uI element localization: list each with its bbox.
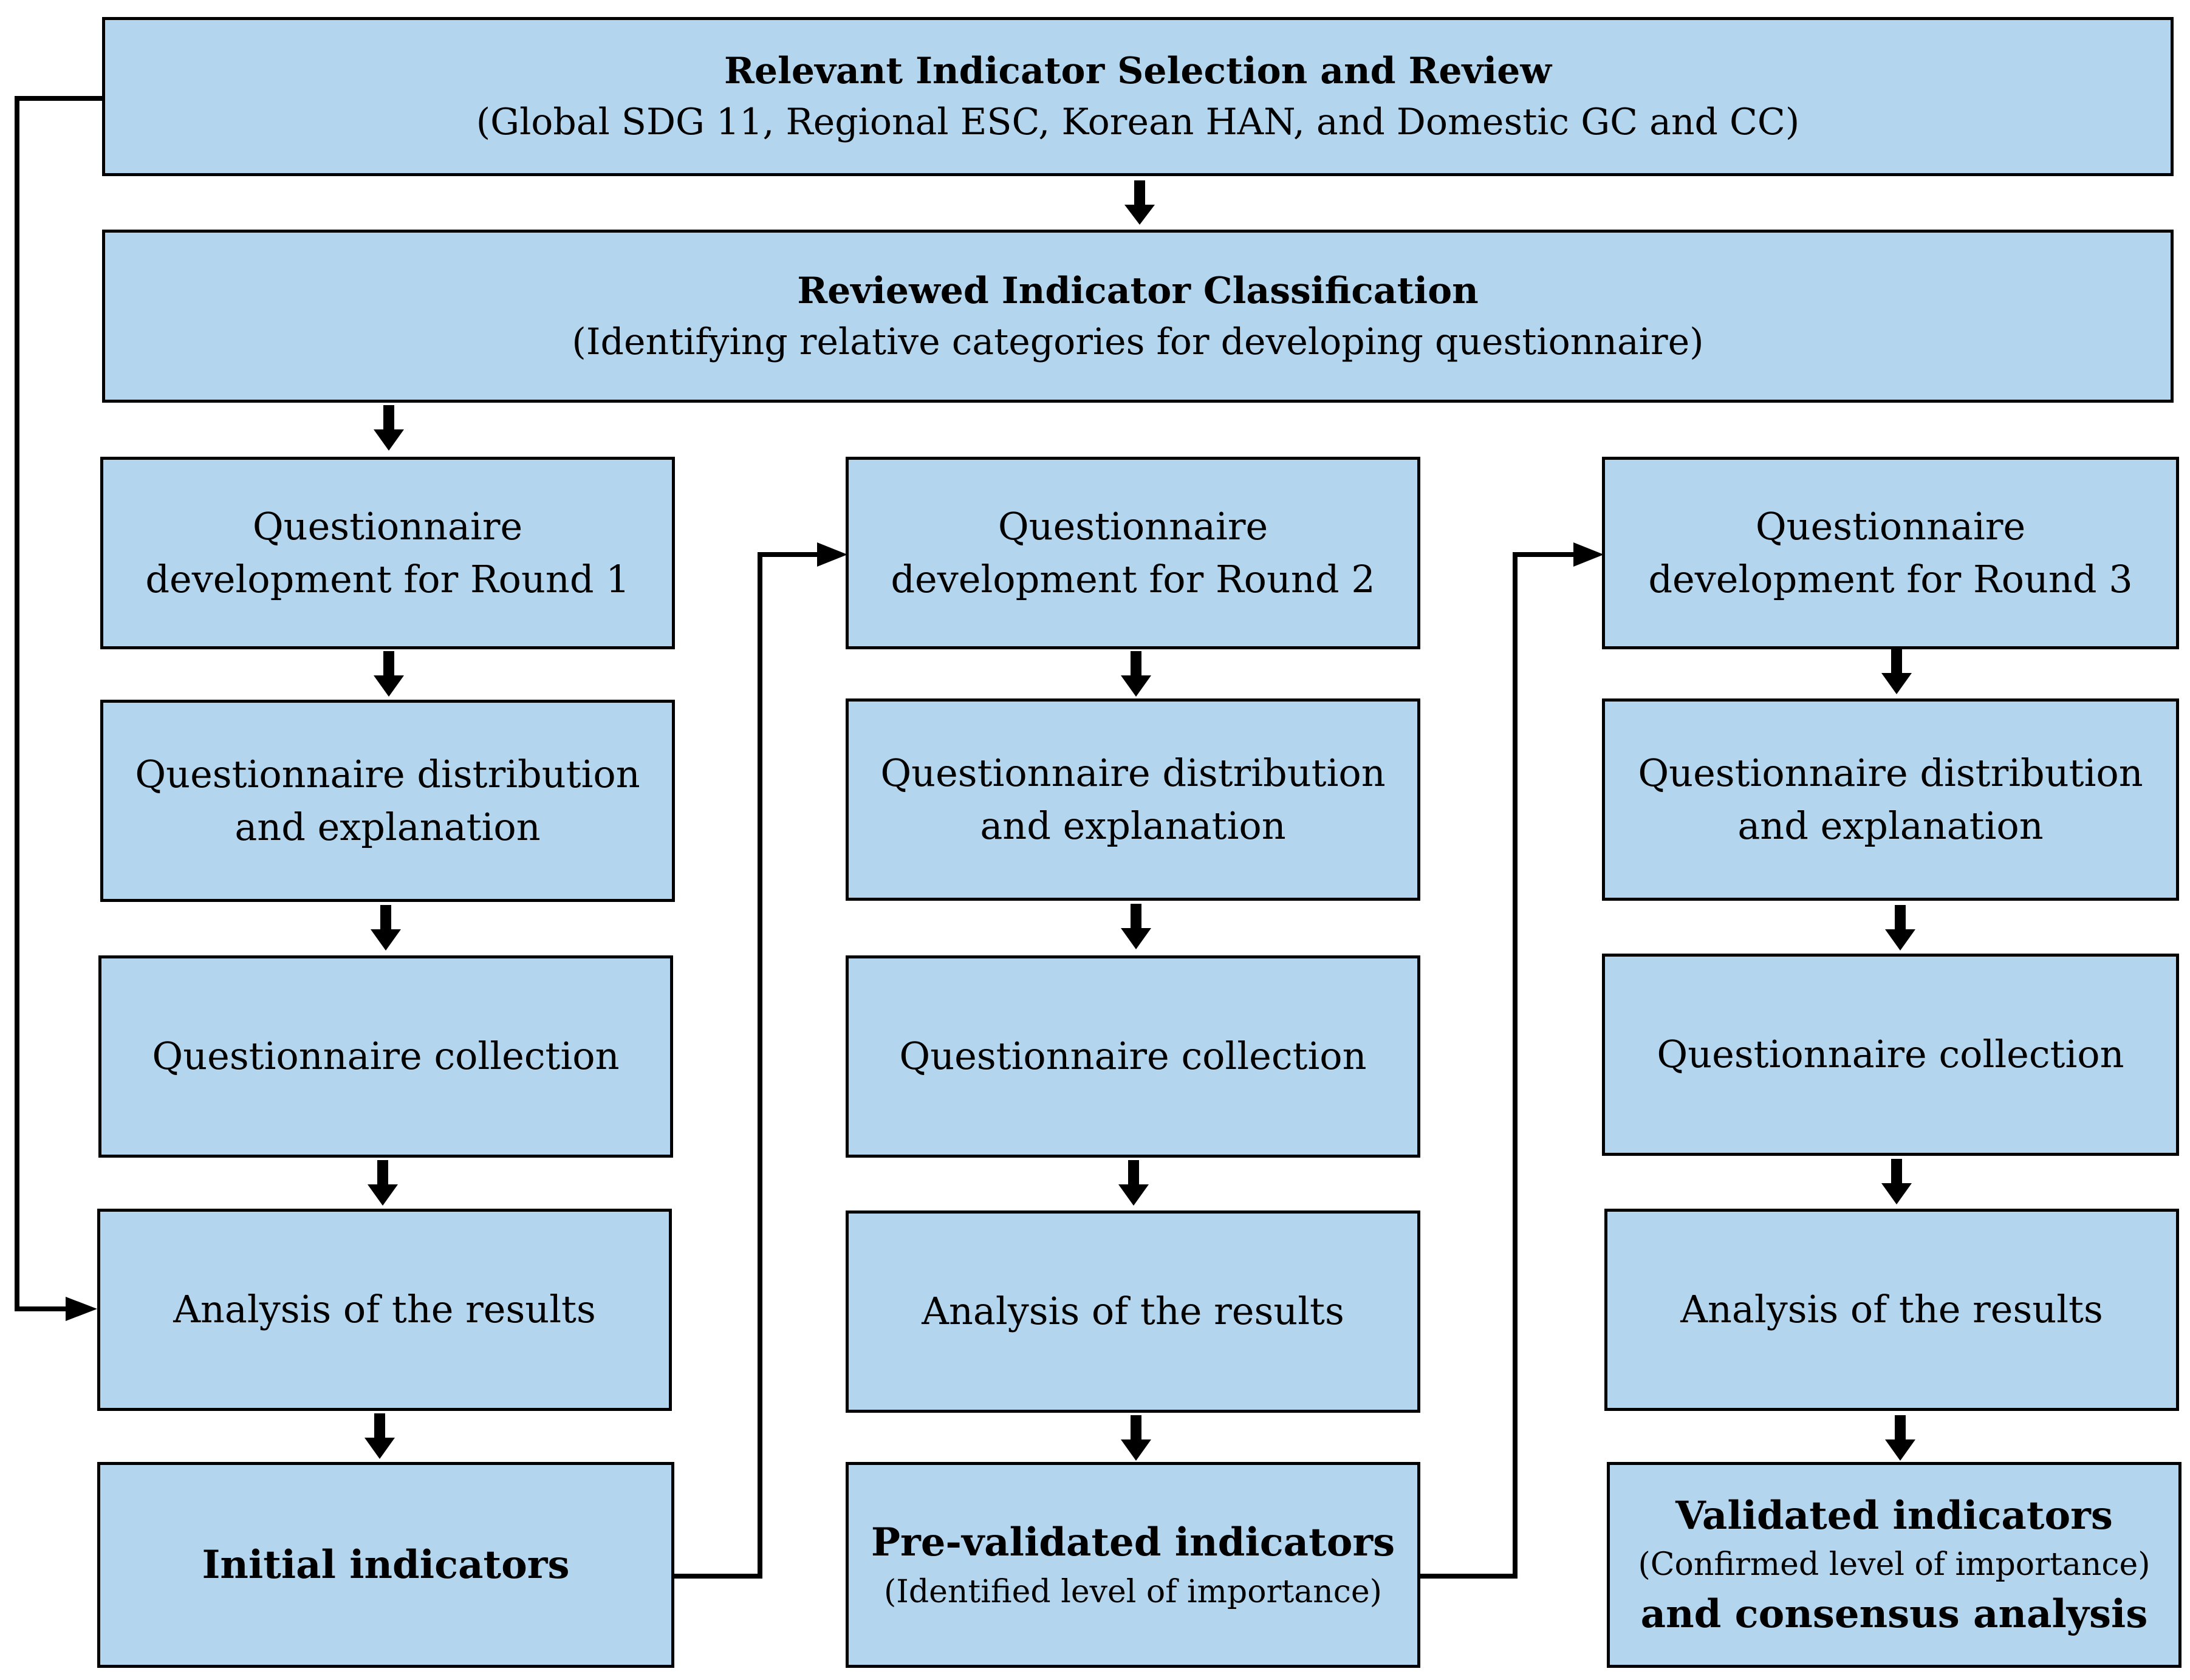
connector-round2-to-round3 xyxy=(1420,542,1604,1579)
down-arrow-r3-2 xyxy=(1885,905,1915,951)
round2-result-box: Pre-validated indicators (Identified lev… xyxy=(846,1462,1420,1668)
round2-distribution-line2: and explanation xyxy=(980,803,1286,848)
selection-review-box: Relevant Indicator Selection and Review … xyxy=(102,17,2174,176)
down-arrow-r2-2 xyxy=(1121,904,1151,949)
round1-development-box: Questionnaire development for Round 1 xyxy=(100,457,675,649)
left-loop-connector xyxy=(15,96,102,1321)
down-arrow-r2-1 xyxy=(1121,651,1151,697)
round2-distribution-line1: Questionnaire distribution xyxy=(880,750,1386,795)
round3-development-box: Questionnaire development for Round 3 xyxy=(1602,457,2179,649)
classification-box: Reviewed Indicator Classification (Ident… xyxy=(102,230,2174,403)
round3-collection-box: Questionnaire collection xyxy=(1602,954,2179,1156)
round2-analysis-label: Analysis of the results xyxy=(922,1289,1344,1334)
pre-validated-indicators-label: Pre-validated indicators xyxy=(871,1520,1395,1566)
round1-analysis-label: Analysis of the results xyxy=(173,1287,596,1332)
down-arrow-to-round1 xyxy=(374,405,404,451)
down-arrow-r3-4 xyxy=(1885,1415,1915,1461)
round3-development-line1: Questionnaire xyxy=(1755,504,2026,548)
down-arrow-r1-1 xyxy=(374,651,404,697)
round2-collection-box: Questionnaire collection xyxy=(846,955,1420,1158)
round2-development-box: Questionnaire development for Round 2 xyxy=(846,457,1420,649)
round2-distribution-box: Questionnaire distribution and explanati… xyxy=(846,698,1420,901)
round1-distribution-line2: and explanation xyxy=(234,804,541,849)
down-arrow-r1-4 xyxy=(364,1413,395,1459)
round2-analysis-box: Analysis of the results xyxy=(846,1210,1420,1413)
down-arrow-r3-3 xyxy=(1881,1159,1912,1204)
round2-development-line2: development for Round 2 xyxy=(891,556,1375,601)
validated-note: (Confirmed level of importance) xyxy=(1638,1546,2151,1583)
round1-collection-box: Questionnaire collection xyxy=(98,955,673,1158)
round2-collection-label: Questionnaire collection xyxy=(899,1034,1367,1079)
round1-result-box: Initial indicators xyxy=(97,1462,674,1668)
round1-distribution-box: Questionnaire distribution and explanati… xyxy=(100,700,675,902)
round3-distribution-line2: and explanation xyxy=(1737,803,2044,848)
selection-review-subtitle: (Global SDG 11, Regional ESC, Korean HAN… xyxy=(476,101,1800,143)
round2-development-line1: Questionnaire xyxy=(997,504,1268,548)
round1-collection-label: Questionnaire collection xyxy=(152,1034,620,1079)
connector-round1-to-round2 xyxy=(674,542,847,1579)
round3-analysis-box: Analysis of the results xyxy=(1604,1209,2179,1411)
round1-distribution-line1: Questionnaire distribution xyxy=(135,751,640,796)
round3-development-line2: development for Round 3 xyxy=(1648,556,2133,601)
round3-result-box: Validated indicators (Confirmed level of… xyxy=(1607,1462,2181,1668)
down-arrow-r2-4 xyxy=(1121,1415,1151,1461)
initial-indicators-label: Initial indicators xyxy=(202,1542,570,1588)
round3-distribution-line1: Questionnaire distribution xyxy=(1638,750,2143,795)
selection-review-title: Relevant Indicator Selection and Review xyxy=(724,50,1552,92)
round3-distribution-box: Questionnaire distribution and explanati… xyxy=(1602,698,2179,901)
consensus-analysis-label: and consensus analysis xyxy=(1640,1591,2148,1637)
round1-development-line1: Questionnaire xyxy=(252,504,523,548)
round3-collection-label: Questionnaire collection xyxy=(1657,1032,2124,1077)
down-arrow-r2-3 xyxy=(1118,1160,1149,1206)
pre-validated-note: (Identified level of importance) xyxy=(884,1573,1382,1610)
round1-analysis-box: Analysis of the results xyxy=(97,1209,672,1411)
down-arrow-r1-2 xyxy=(371,905,401,951)
classification-subtitle: (Identifying relative categories for dev… xyxy=(572,320,1704,363)
down-arrow-top xyxy=(1124,180,1155,225)
round1-development-line2: development for Round 1 xyxy=(145,556,630,601)
validated-indicators-label: Validated indicators xyxy=(1675,1492,2113,1538)
down-arrow-r1-3 xyxy=(368,1160,398,1206)
round3-analysis-label: Analysis of the results xyxy=(1680,1287,2103,1332)
classification-title: Reviewed Indicator Classification xyxy=(797,269,1479,312)
down-arrow-r3-1 xyxy=(1881,649,1912,694)
